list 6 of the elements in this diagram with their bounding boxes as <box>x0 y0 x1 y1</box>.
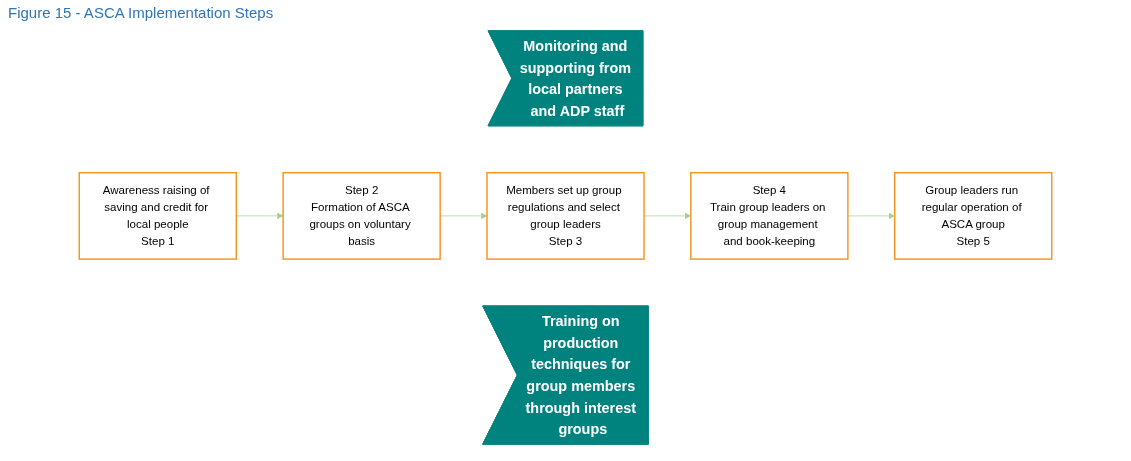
node-box: Step 2 Formation of ASCA groups on voluntary basis <box>282 171 441 260</box>
node-box: Step 4 Train group leaders on group management and book-keeping <box>690 171 849 260</box>
node-box: Members set up group regulations and select group leaders Step 3 <box>486 171 645 260</box>
node-box: Awareness raising of saving and credit for local people Step 1 <box>78 171 238 260</box>
node-box: Group leaders run regular operation of ASCA group Step 5 <box>893 171 1053 260</box>
figure-title: Figure 15 - ASCA Implementation Steps <box>8 4 275 21</box>
